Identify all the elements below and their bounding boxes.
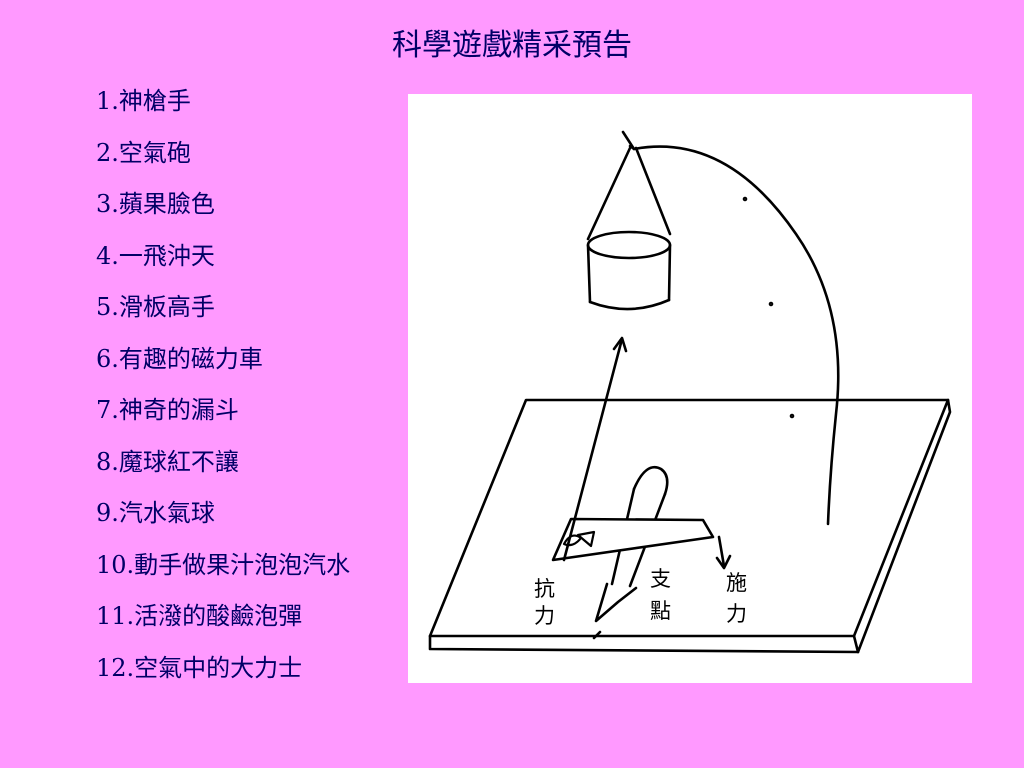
list-item: 8.魔球紅不讓 (96, 447, 239, 476)
list-item: 12.空氣中的大力士 (96, 653, 303, 682)
lever-strip (551, 517, 715, 562)
speck (742, 196, 748, 202)
game-list: 1.神槍手 2.空氣砲 3.蘋果臉色 4.一飛沖天 5.滑板高手 6.有趣的磁力… (96, 84, 350, 702)
board (428, 398, 952, 654)
list-item: 2.空氣砲 (96, 138, 191, 167)
slide-title: 科學遊戲精采預告 (392, 28, 632, 63)
force-arrow-up (562, 336, 628, 562)
bucket (586, 130, 672, 311)
list-item: 11.活潑的酸鹼泡彈 (96, 602, 303, 630)
fulcrum-label-2: 點 (650, 599, 671, 623)
speck (768, 301, 774, 307)
list-item: 3.蘋果臉色 (96, 190, 215, 218)
effort-label-2: 力 (726, 602, 747, 626)
effort-label-1: 施 (726, 571, 747, 595)
list-item: 1.神槍手 (96, 87, 191, 115)
resistance-label-2: 力 (534, 604, 555, 628)
lever-drawing: 抗 力 支 點 施 力 (428, 130, 952, 654)
speck (789, 413, 795, 419)
lever-diagram: 抗 力 支 點 施 力 (408, 94, 972, 683)
resistance-label-1: 抗 (534, 577, 555, 601)
fulcrum-label-1: 支 (650, 567, 671, 591)
list-item: 10.動手做果汁泡泡汽水 (96, 550, 351, 579)
fig-labels: 抗 力 支 點 施 力 (534, 567, 747, 628)
list-item: 9.汽水氣球 (96, 499, 215, 527)
list-item: 6.有趣的磁力車 (96, 344, 263, 373)
list-item: 7.神奇的漏斗 (96, 396, 239, 424)
list-item: 4.一飛沖天 (96, 241, 215, 270)
list-item: 5.滑板高手 (96, 293, 215, 321)
force-arrow-down (715, 535, 732, 570)
string (632, 145, 840, 526)
